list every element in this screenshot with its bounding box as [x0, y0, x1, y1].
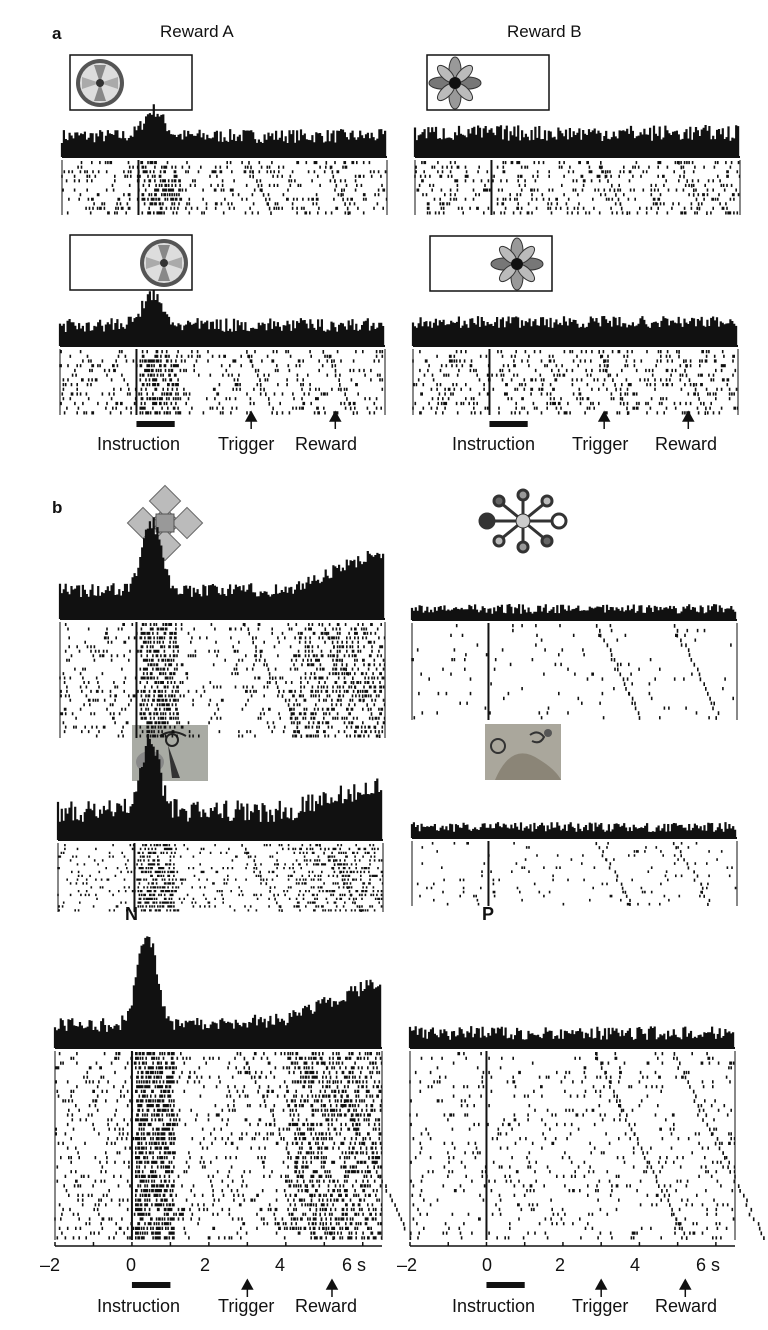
stimulus-box-a-right-2 — [429, 235, 553, 292]
panel-label-b: b — [52, 498, 63, 517]
stimulus-box-a-left-1 — [69, 54, 193, 111]
psth-histogram — [58, 289, 385, 346]
event-arrow-icon — [679, 1278, 692, 1297]
x-tick-label: 4 — [275, 1255, 286, 1275]
psth-histogram — [413, 125, 740, 157]
raster-ticks — [416, 842, 737, 906]
event-label-trigger: Trigger — [218, 434, 275, 454]
event-label-instruction: Instruction — [97, 434, 181, 454]
psth-histogram — [408, 1026, 735, 1048]
psth-histogram — [53, 936, 382, 1048]
event-arrow-icon — [241, 1278, 254, 1297]
stimulus-box-a-right-1 — [426, 54, 550, 111]
psth-histogram — [58, 517, 385, 619]
raster-ticks — [412, 350, 739, 415]
x-tick-label: 2 — [555, 1255, 566, 1275]
raster-ticks — [411, 624, 734, 720]
condition-label-n: N — [125, 904, 138, 924]
target-wheel-icon — [140, 239, 188, 287]
psth-histogram — [60, 104, 387, 157]
column-title-left: Reward A — [160, 22, 234, 41]
column-title-right: Reward B — [507, 22, 582, 41]
event-label-instruction: Instruction — [452, 434, 536, 454]
event-label-instruction: Instruction — [452, 1296, 536, 1316]
event-label-trigger: Trigger — [572, 434, 629, 454]
x-tick-label: 4 — [630, 1255, 641, 1275]
event-label-reward: Reward — [295, 434, 358, 454]
x-tick-label: 2 — [200, 1255, 211, 1275]
x-tick-label: –2 — [397, 1255, 418, 1275]
raster-ticks — [59, 623, 386, 738]
event-label-reward: Reward — [655, 1296, 718, 1316]
x-tick-label: 6 s — [696, 1255, 721, 1275]
condition-label-p: P — [482, 904, 495, 924]
raster-ticks — [61, 161, 388, 215]
target-wheel-icon — [76, 59, 124, 107]
flower-icon — [490, 237, 544, 291]
psth-histogram — [56, 734, 383, 840]
psth-histogram — [410, 822, 737, 838]
event-label-trigger: Trigger — [572, 1296, 629, 1316]
stimulus-box-a-left-2 — [69, 234, 193, 291]
event-label-reward: Reward — [295, 1296, 358, 1316]
psth-histogram — [411, 316, 738, 346]
event-arrow-icon — [597, 410, 611, 429]
x-tick-label: 6 s — [342, 1255, 367, 1275]
x-tick-label: –2 — [40, 1255, 61, 1275]
x-tick-label: 0 — [482, 1255, 493, 1275]
raster-ticks — [57, 844, 384, 912]
psth-histogram — [410, 604, 737, 620]
event-arrow-icon — [325, 1278, 339, 1297]
x-tick-label: 0 — [126, 1255, 137, 1275]
raster-ticks — [54, 1052, 412, 1240]
event-arrow-icon — [594, 1278, 608, 1297]
event-arrow-icon — [244, 410, 258, 429]
raster-ticks — [409, 1052, 765, 1240]
event-arrow-icon — [329, 410, 342, 429]
radial-dots-icon — [478, 488, 568, 554]
flower-icon — [428, 56, 482, 110]
event-label-instruction: Instruction — [97, 1296, 181, 1316]
event-label-trigger: Trigger — [218, 1296, 275, 1316]
panel-label-a: a — [52, 24, 62, 43]
event-label-reward: Reward — [655, 434, 718, 454]
raster-ticks — [414, 161, 741, 215]
event-arrow-icon — [682, 410, 695, 429]
diamond-cluster-icon — [126, 484, 204, 562]
abstract-picture-icon — [485, 724, 561, 780]
raster-ticks — [59, 350, 384, 415]
